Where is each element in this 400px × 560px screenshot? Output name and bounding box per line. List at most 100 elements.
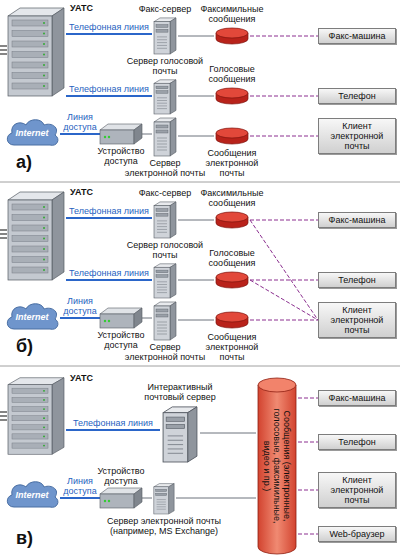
access-device: Устройство доступа: [100, 308, 142, 328]
client-box: Факс-машина: [318, 28, 396, 44]
server-icon-part: [156, 29, 168, 32]
line-label: Телефонная линия: [68, 22, 150, 32]
access-device-part: [134, 308, 142, 328]
node-label: Internet: [15, 128, 48, 138]
node-label: Факс-сервер: [130, 188, 200, 198]
server-icon-part: [157, 42, 167, 43]
server-icon-part: [157, 100, 167, 101]
server-icon: Факс-сервер: [152, 200, 178, 238]
server-icon-part: [157, 328, 167, 329]
pbx-rack-part: [12, 52, 48, 58]
node-label: Сообщения электронной почты: [200, 332, 264, 362]
trunk-line: [0, 233, 7, 234]
pbx-rack-part: [43, 445, 45, 447]
line-label: Телефонная линия: [68, 418, 158, 428]
panel-separator: [0, 366, 400, 367]
panel-label: а): [16, 152, 32, 172]
server-icon-part: [157, 97, 167, 98]
server-icon-part: [157, 506, 166, 507]
node-label: Internet: [15, 312, 48, 322]
node-label: Голосовые сообщения: [199, 248, 265, 268]
internet-cloud-part: [7, 482, 58, 508]
pbx-rack-part: [52, 192, 64, 280]
link-line: [142, 498, 152, 499]
server-icon-part: [157, 45, 167, 46]
server-icon-part: [154, 122, 170, 156]
node-label: Телефон: [321, 437, 393, 447]
line-label: Линия доступа: [62, 112, 98, 132]
pbx-rack-part: [43, 33, 45, 35]
node-label: Internet: [15, 490, 48, 500]
access-device-part: [134, 488, 142, 508]
node-label: Голосовые сообщения: [199, 64, 265, 84]
server-icon: [152, 116, 178, 156]
pbx-rack-part: [43, 43, 45, 45]
server-icon-part: [168, 444, 183, 445]
node-label: Факс-машина: [321, 215, 393, 225]
server-icon-part: [157, 504, 166, 505]
server-icon: [160, 404, 200, 462]
pbx-rack-part: [43, 217, 45, 219]
panel-separator: [0, 182, 400, 183]
server-icon: Сервер голосовой почты: [152, 78, 178, 114]
message-store: Факсимильные сообщения: [214, 26, 250, 46]
node-label: Сервер электронной почты: [123, 158, 207, 178]
server-icon-part: [157, 150, 167, 151]
pbx-rack-part: [8, 200, 52, 280]
pbx-rack-part: [12, 267, 48, 273]
client-box: Факс-машина: [318, 390, 396, 406]
link-line: [178, 280, 214, 281]
message-store: Голосовые сообщения: [214, 86, 250, 106]
client-box: Web-браузер: [318, 526, 396, 542]
node-label: Факс-сервер: [130, 4, 200, 14]
server-icon-part: [157, 138, 167, 139]
server-icon-part: [157, 229, 167, 230]
access-device-part: [100, 494, 134, 508]
server-icon-part: [170, 118, 176, 156]
delivery-line: [250, 320, 318, 321]
delivery-line: [250, 280, 318, 281]
message-store-part: [216, 312, 248, 322]
node-label: Телефон: [321, 275, 393, 285]
server-icon-part: [157, 39, 167, 40]
message-store-part: [216, 88, 248, 98]
server-icon-part: [154, 267, 170, 298]
node-label: Клиент электронной почты: [321, 475, 393, 505]
delivery-line: [298, 534, 318, 535]
message-store: Голосовые сообщения: [214, 270, 250, 290]
access-device-part: [104, 136, 106, 138]
client-box: Телефон: [318, 88, 396, 104]
client-box: Телефон: [318, 434, 396, 450]
server-icon-part: [154, 487, 169, 514]
access-device-part: [100, 130, 134, 144]
pbx-rack: [6, 190, 66, 282]
node-label: Клиент электронной почты: [321, 121, 393, 151]
message-store-part: [216, 28, 248, 38]
message-store: [214, 126, 250, 146]
node-label: Факс-машина: [321, 31, 393, 41]
access-device: Устройство доступа: [100, 124, 142, 144]
delivery-line: [250, 136, 318, 137]
pbx-rack-part: [43, 238, 45, 240]
access-device-part: [100, 314, 134, 328]
node-label: Сообщения (электронные, голосовые, факси…: [262, 396, 292, 536]
pbx-rack-part: [43, 64, 45, 66]
server-icon-part: [154, 306, 170, 340]
pbx-rack-part: [12, 215, 48, 221]
message-store: [214, 26, 250, 46]
client-box: Телефон: [318, 272, 396, 288]
server-icon-part: [170, 264, 176, 298]
line-label: Телефонная линия: [68, 268, 150, 278]
node-label: Устройство доступа: [90, 146, 152, 166]
server-icon-part: [157, 226, 167, 227]
client-box: Клиент электронной почты: [318, 302, 396, 338]
node-label: Факс-машина: [321, 393, 393, 403]
server-icon-part: [163, 413, 188, 462]
node-label: Клиент электронной почты: [321, 305, 393, 335]
pbx-rack-part: [12, 236, 48, 242]
pbx-rack-part: [12, 31, 48, 37]
pbx-rack-part: [12, 73, 48, 79]
link-line: [142, 318, 152, 319]
link-line: [200, 433, 256, 434]
pbx-rack-part: [12, 246, 48, 252]
